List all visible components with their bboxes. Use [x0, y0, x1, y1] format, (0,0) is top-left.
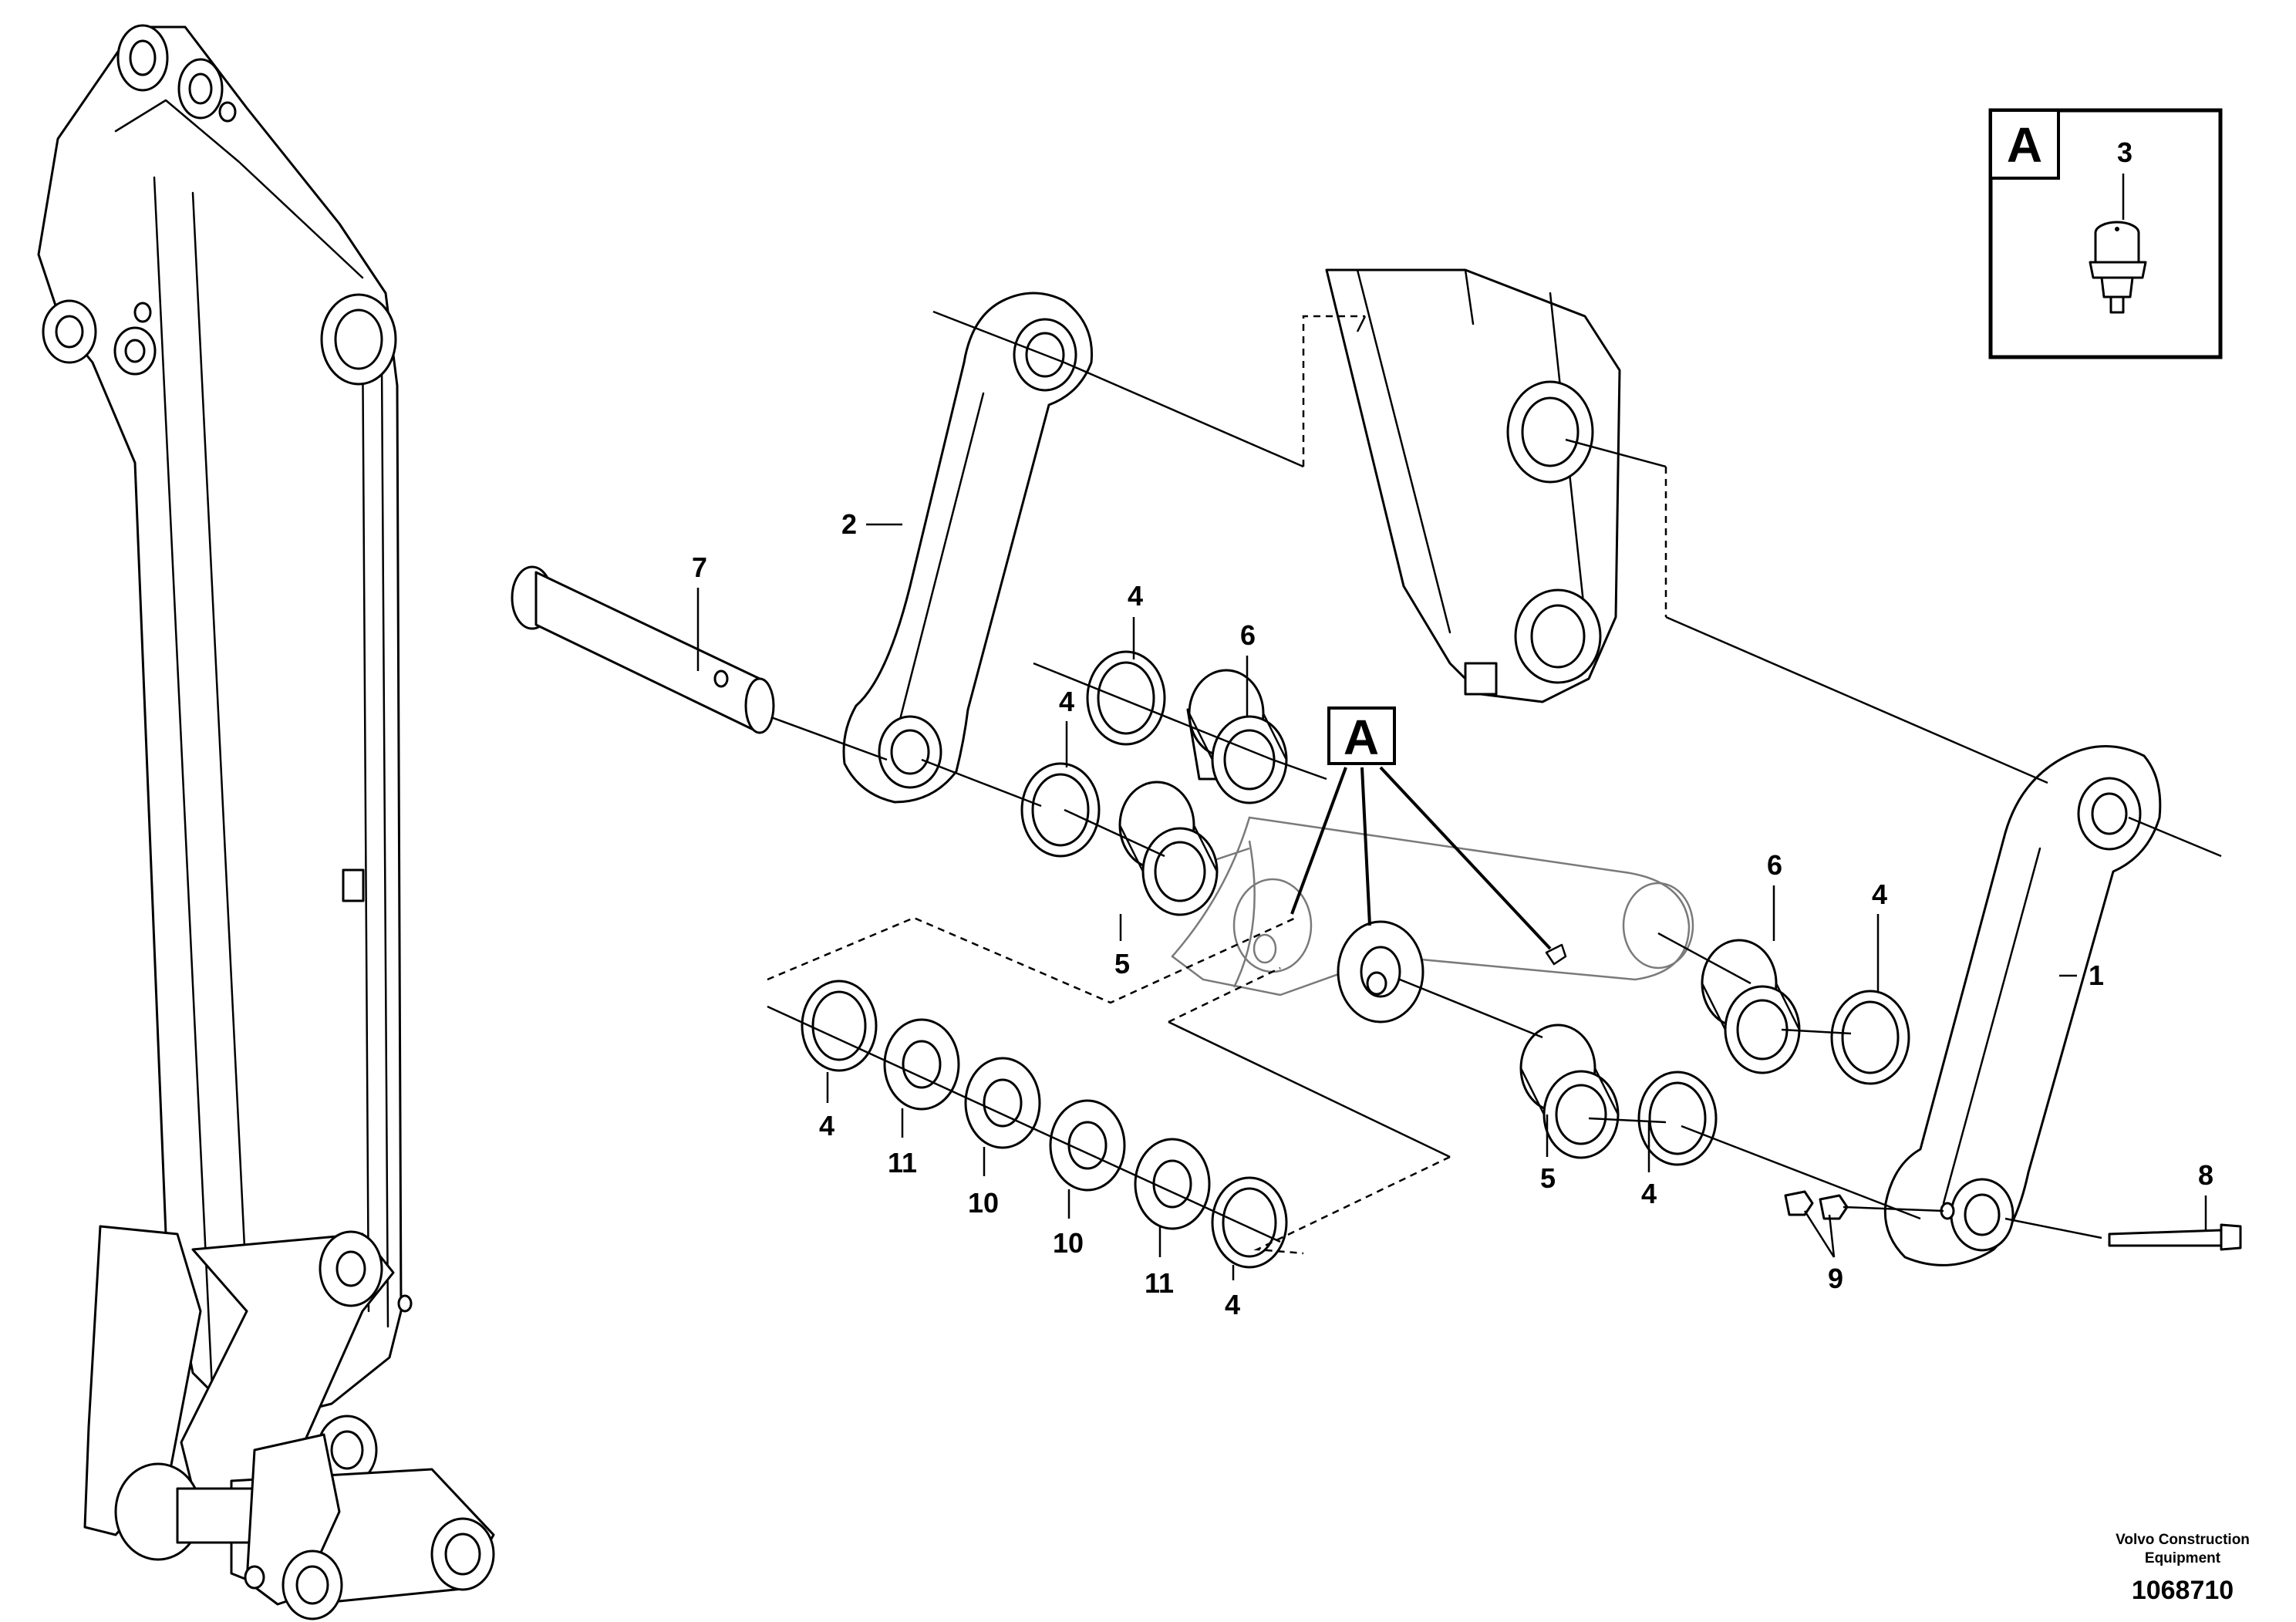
callout-7: 7	[692, 551, 707, 583]
document-number: 1068710	[2132, 1576, 2234, 1605]
detail-a-inset-marker: A	[2007, 117, 2042, 173]
callout-9: 9	[1828, 1263, 1843, 1294]
detail-a-marker: A	[1344, 710, 1379, 765]
footer-branding: Volvo Construction Equipment 1068710	[2116, 1532, 2250, 1605]
callout-6-left: 6	[1240, 619, 1256, 651]
callout-4-upper: 4	[1128, 580, 1143, 612]
link-part-1	[1883, 745, 2162, 1266]
grease-nipple-part-3	[2089, 221, 2147, 314]
callout-8: 8	[2198, 1159, 2213, 1191]
callout-numbers: 2 1 3 7 4 4 6 5 6 4 5 4 4 11 10 10 11 4 …	[692, 137, 2213, 1320]
callout-leaders	[696, 523, 2207, 1280]
callout-10-second: 10	[1053, 1227, 1084, 1259]
brand-line-1: Volvo Construction	[2116, 1532, 2250, 1548]
arm-assembly-overview	[37, 24, 495, 1620]
callout-11-second: 11	[1145, 1267, 1174, 1299]
callout-5-left: 5	[1114, 948, 1130, 980]
callout-10-first: 10	[968, 1187, 999, 1219]
detail-a-callout: A	[1290, 706, 1552, 950]
detail-a-inset: A	[1988, 108, 2223, 359]
callout-3: 3	[2117, 137, 2132, 168]
callout-6-right: 6	[1767, 849, 1782, 881]
callout-11-first: 11	[888, 1147, 917, 1179]
callout-4-row-start: 4	[819, 1110, 834, 1141]
callout-2: 2	[841, 508, 857, 540]
callout-1: 1	[2089, 959, 2104, 991]
bushings	[1118, 669, 1801, 1159]
callout-4-lower-right: 4	[1641, 1178, 1657, 1209]
callout-5-right: 5	[1540, 1162, 1556, 1194]
assembly-lines	[767, 310, 2222, 1255]
link-crossmember	[1156, 816, 1694, 1023]
bolt-and-nuts	[1784, 1190, 2242, 1251]
arm-end-view	[1325, 268, 1621, 703]
link-part-2	[842, 292, 1094, 804]
pin-part-7	[511, 565, 775, 734]
brand-line-2: Equipment	[2145, 1550, 2221, 1566]
callout-4-right: 4	[1872, 878, 1887, 910]
seals-and-shims	[801, 650, 1910, 1269]
callout-4-row-end: 4	[1225, 1289, 1240, 1320]
callout-4-left: 4	[1059, 686, 1074, 717]
